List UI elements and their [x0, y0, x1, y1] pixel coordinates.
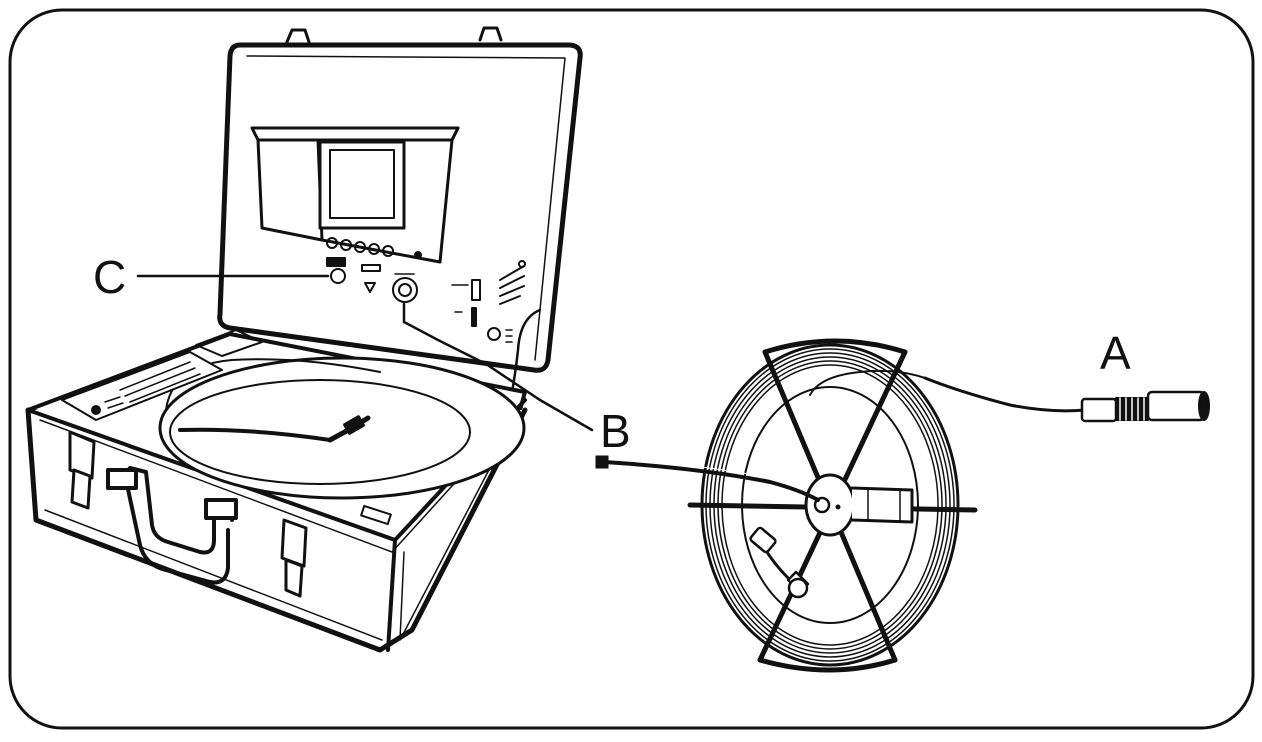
monitor-buttons — [327, 238, 421, 258]
callout-line-b — [404, 304, 592, 430]
port-c-connector — [331, 269, 345, 283]
case-latches — [70, 432, 306, 596]
lid-panel-connectors — [327, 258, 525, 342]
case-handle — [108, 468, 236, 582]
port-b-connector — [393, 278, 417, 302]
callout-lines — [138, 276, 592, 430]
connector-plug — [596, 456, 608, 468]
carry-case — [28, 28, 580, 650]
case-badge — [361, 506, 391, 524]
lid-cable — [512, 310, 540, 392]
lid-top-latches — [287, 28, 501, 42]
label-a: A — [1100, 327, 1131, 379]
case-cable-drum — [160, 358, 524, 498]
camera-head — [810, 371, 1209, 421]
label-c: C — [93, 251, 127, 303]
push-cable — [925, 378, 1085, 411]
cable-reel — [690, 341, 975, 670]
base-control-panel — [62, 330, 262, 420]
connector-cable — [596, 456, 818, 500]
monitor-screen — [330, 150, 394, 218]
monitor — [252, 128, 458, 262]
label-b: B — [600, 405, 631, 457]
